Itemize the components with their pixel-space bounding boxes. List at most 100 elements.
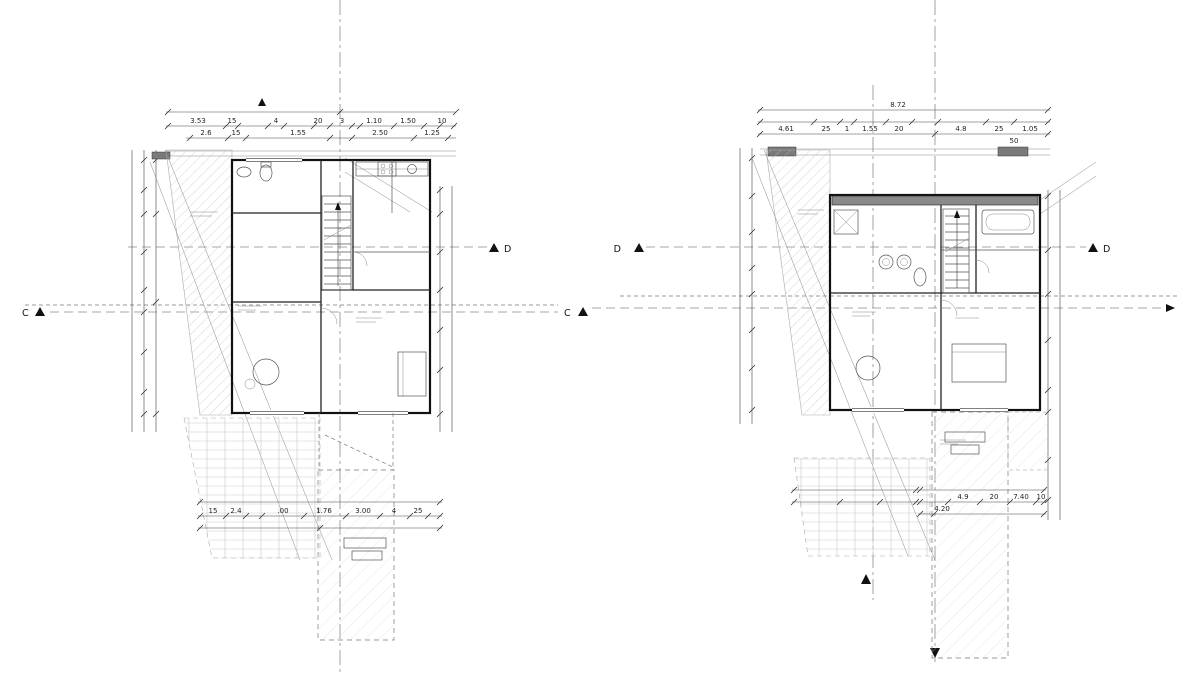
dim-label: 20 xyxy=(895,125,904,133)
section-arrow-icon xyxy=(578,307,588,316)
hatch-patch xyxy=(1007,411,1049,471)
top-dimension-chain: 3.53 15 4 20 3 1.10 1.50 10 2.6 15 1.55 … xyxy=(164,108,460,142)
roof-slope-line xyxy=(1039,175,1097,215)
dim-label: 25 xyxy=(995,125,1004,133)
roof-slope-line xyxy=(344,157,433,213)
washbasin-icon xyxy=(878,254,894,270)
section-marker-c: C xyxy=(564,307,588,319)
wall-poche xyxy=(997,146,1029,157)
stair-direction-arrow-icon xyxy=(954,210,960,218)
dim-label: 4 xyxy=(274,117,279,125)
door-swing xyxy=(320,307,338,325)
kitchen-fixtures xyxy=(355,161,429,177)
dim-label: 1.76 xyxy=(316,507,332,515)
right-plan: D D C 8.72 4.61 25 1 1.55 20 4.8 25 xyxy=(564,0,1178,662)
dim-label: 20 xyxy=(990,493,999,501)
section-letter: D xyxy=(614,244,621,255)
window xyxy=(852,407,1008,413)
stair-direction-arrow-icon xyxy=(335,202,341,210)
sink-icon xyxy=(407,164,417,174)
dim-label: 2.6 xyxy=(200,129,212,137)
table-icon xyxy=(855,355,881,381)
label-box xyxy=(351,550,383,561)
dim-label: 4.20 xyxy=(934,505,950,513)
building-outline xyxy=(828,193,1042,412)
dim-label: .00 xyxy=(277,507,288,515)
bathroom-fixtures xyxy=(236,161,273,182)
left-plan: C D 3.53 15 4 20 3 1.10 1.50 10 2.6 15 1… xyxy=(22,0,558,672)
dim-label: 1.55 xyxy=(862,125,878,133)
top-dimension-chain: 8.72 4.61 25 1 1.55 20 4.8 25 1.05 50 xyxy=(756,101,1052,145)
section-letter: C xyxy=(564,308,571,319)
dim-label: 4.8 xyxy=(955,125,966,133)
section-arrow-icon xyxy=(35,307,45,316)
left-vertical-dimension-chain xyxy=(131,150,160,432)
dim-label: 4.61 xyxy=(778,125,794,133)
section-letter: D xyxy=(504,244,511,255)
left-vertical-dimension-chain xyxy=(739,148,756,424)
bottom-dimension-chain-right: 4.9 20 7.40 10 4.20 xyxy=(916,486,1048,518)
window xyxy=(246,157,408,416)
dim-label: 1 xyxy=(845,125,849,133)
section-arrow-icon xyxy=(1088,243,1098,252)
bathtub-icon xyxy=(981,209,1035,235)
staircase xyxy=(321,195,352,291)
dim-label: 1.25 xyxy=(424,129,440,137)
right-vertical-dimension-chain xyxy=(436,186,453,432)
dim-label: 50 xyxy=(1010,137,1019,145)
bathroom-fixtures xyxy=(833,209,1035,287)
dim-label: 2.50 xyxy=(372,129,388,137)
sofa-icon xyxy=(397,351,427,397)
dim-label: 10 xyxy=(1037,493,1046,501)
door-swing xyxy=(975,259,990,274)
label-box xyxy=(950,444,980,455)
right-vertical-dimension-chain xyxy=(1044,190,1061,520)
dim-label: 3 xyxy=(340,117,344,125)
label-box xyxy=(944,431,986,443)
staircase xyxy=(942,208,970,294)
bottom-dimension-chain-left xyxy=(790,486,920,506)
section-letter: C xyxy=(22,308,29,319)
annotation-text-lines xyxy=(798,209,979,445)
bottom-dimension-chain: 15 2.4 .00 1.76 3.00 4 25 xyxy=(196,498,444,532)
axis-arrow-icon xyxy=(861,574,871,584)
terrace-hatch xyxy=(765,149,831,416)
washbasin-icon xyxy=(896,254,912,270)
toilet-icon xyxy=(913,267,927,287)
axis-arrow-icon xyxy=(258,98,266,106)
dim-label: 4.9 xyxy=(957,493,968,501)
dim-label: 10 xyxy=(438,117,447,125)
dim-label: 1.05 xyxy=(1022,125,1038,133)
dim-label: 1.10 xyxy=(366,117,382,125)
washbasin-icon xyxy=(236,166,252,178)
dim-label: 4 xyxy=(392,507,397,515)
section-marker-d-left: D xyxy=(614,243,644,255)
bed-icon xyxy=(951,343,1007,383)
door-swing xyxy=(940,299,958,317)
section-arrow-icon xyxy=(1166,304,1175,312)
dim-label: 25 xyxy=(414,507,423,515)
section-arrow-icon xyxy=(489,243,499,252)
dim-label: 8.72 xyxy=(890,101,906,109)
dim-label: 3.53 xyxy=(190,117,206,125)
dim-label: 25 xyxy=(822,125,831,133)
lower-dashed-extension xyxy=(931,411,1049,659)
section-marker-d-right: D xyxy=(1088,243,1110,255)
section-arrow-icon xyxy=(634,243,644,252)
roof-slope-line xyxy=(344,171,411,213)
roof-slope-line xyxy=(1039,161,1097,201)
terrace-hatch xyxy=(165,149,233,416)
dim-label: 3.00 xyxy=(355,507,371,515)
dim-label: 2.4 xyxy=(230,507,242,515)
label-box xyxy=(343,537,387,549)
dim-label: 1.55 xyxy=(290,129,306,137)
section-marker-c: C xyxy=(22,307,45,319)
dim-label: 15 xyxy=(232,129,241,137)
toilet-icon xyxy=(259,164,273,182)
dim-label: 15 xyxy=(228,117,237,125)
lower-dashed-extension xyxy=(317,413,396,641)
section-letter: D xyxy=(1103,244,1110,255)
table-icon xyxy=(252,358,280,386)
dim-label: 1.50 xyxy=(400,117,416,125)
